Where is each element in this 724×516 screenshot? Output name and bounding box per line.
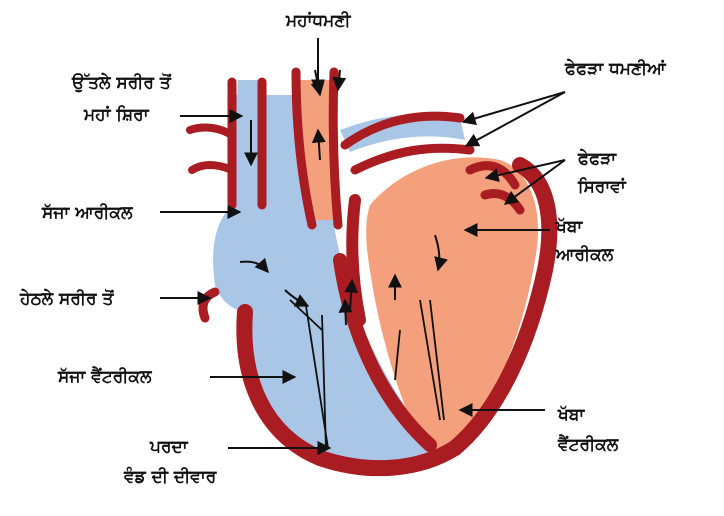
label-septum-1: ਪਰਦਾ <box>150 436 188 458</box>
label-pulmonary-veins-2: ਸਿਰਾਵਾਂ <box>578 176 626 198</box>
label-left-atrium-2: ਆਰੀਕਲ <box>556 244 613 266</box>
label-pulmonary-veins-1: ਫੇਫੜਾ <box>578 148 616 170</box>
label-right-ventricle: ਸੱਜਾ ਵੈਂਟਰੀਕਲ <box>58 366 152 388</box>
label-right-atrium: ਸੱਜਾ ਆਰੀਕਲ <box>42 202 132 224</box>
label-left-ventricle-1: ਖੱਬਾ <box>558 404 584 426</box>
label-superior-vena-cava-2: ਮਹਾਂ ਸ਼ਿਰਾ <box>84 104 149 126</box>
label-pulmonary-artery: ਫੇਫੜਾ ਧਮਣੀਆਂ <box>565 58 666 80</box>
label-inferior-vena-cava: ਹੇਠਲੇ ਸਰੀਰ ਤੋਂ <box>20 288 113 310</box>
label-left-atrium-1: ਖੱਬਾ <box>556 216 582 238</box>
label-aorta: ਮਹਾਂਧਮਣੀ <box>286 10 351 32</box>
label-left-ventricle-2: ਵੈਂਟਰੀਕਲ <box>558 434 618 456</box>
label-superior-vena-cava-1: ਉੱਤਲੇ ਸਰੀਰ ਤੋਂ <box>72 72 171 94</box>
superior-vena-cava <box>234 80 261 205</box>
label-septum-2: ਵੰਡ ਦੀ ਦੀਵਾਰ <box>124 466 216 488</box>
